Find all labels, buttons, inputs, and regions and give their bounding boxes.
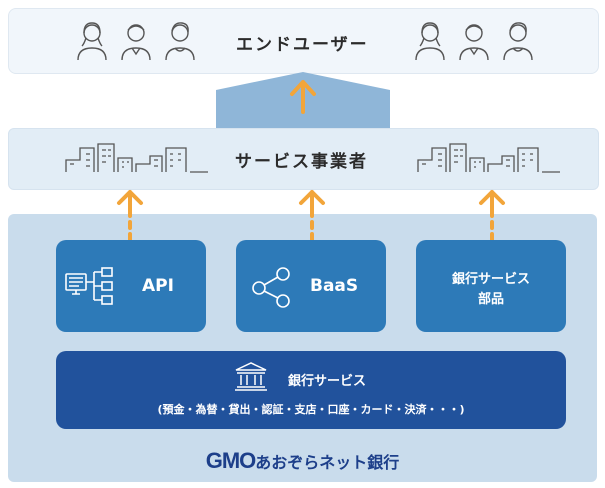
bank-service-detail: (預金・為替・貸出・認証・支店・口座・カード・決済・・・) (157, 403, 465, 416)
buildings-icons-left (65, 143, 208, 173)
bank-building-icon (235, 362, 267, 391)
bank-service-bar: 銀行サービス (預金・為替・貸出・認証・支店・口座・カード・決済・・・) (56, 351, 566, 429)
bank-service-parts-label-line2: 部品 (477, 292, 504, 307)
end-user-tier (8, 8, 599, 74)
person-icon (459, 24, 489, 61)
bank-service-parts-card: 銀行サービス 部品 (416, 240, 566, 332)
bank-name: あおぞらネット銀行 (255, 453, 400, 472)
api-label: API (142, 276, 174, 296)
service-provider-tier (8, 128, 599, 190)
baas-card: BaaS (236, 240, 386, 332)
up-arrow-icon (290, 80, 316, 114)
share-icon (252, 267, 290, 308)
api-network-icon (65, 267, 113, 305)
person-icon (77, 22, 107, 61)
bank-service-parts-label-line1: 銀行サービス (451, 272, 530, 287)
roof-connector (216, 72, 390, 130)
bank-service-title: 銀行サービス (288, 374, 367, 389)
service-provider-label: サービス事業者 (235, 152, 368, 172)
person-icon (121, 24, 151, 61)
person-icon (503, 22, 533, 61)
brand-footer: GMOあおぞらネット銀行 (0, 448, 605, 474)
buildings-icons-right (417, 143, 560, 173)
gmo-logo: GMO (205, 448, 257, 473)
person-icon (165, 22, 195, 61)
end-user-label: エンドユーザー (236, 35, 369, 55)
api-card: API (56, 240, 206, 332)
baas-label: BaaS (310, 276, 359, 296)
end-user-icons-left (77, 22, 195, 61)
person-icon (415, 22, 445, 61)
end-user-icons-right (415, 22, 533, 61)
